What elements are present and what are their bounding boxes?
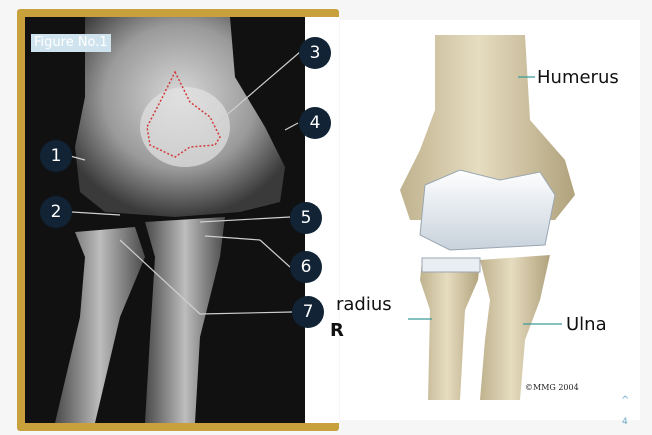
copyright-text: ©MMG 2004 — [525, 383, 579, 392]
marker-7: 7 — [292, 296, 324, 328]
label-ulna: Ulna — [566, 314, 607, 335]
anatomy-illustration: Humerus radius R Ulna ©MMG 2004 — [340, 20, 640, 420]
marker-6: 6 — [290, 251, 322, 283]
page-number: 4 — [622, 417, 628, 427]
marker-1: 1 — [40, 140, 72, 172]
marker-2: 2 — [40, 196, 72, 228]
label-humerus: Humerus — [537, 67, 619, 88]
radius-illustration — [420, 260, 480, 400]
marker-3: 3 — [299, 37, 331, 69]
scroll-up-icon[interactable]: ^ — [621, 395, 629, 406]
ulna-illustration — [480, 255, 550, 400]
articular-cartilage — [420, 170, 555, 250]
label-radius: radius — [336, 294, 392, 315]
label-stray-letter: R — [330, 320, 344, 341]
marker-5: 5 — [290, 202, 322, 234]
figure-label: Figure No.1 — [31, 34, 111, 52]
marker-4: 4 — [299, 107, 331, 139]
